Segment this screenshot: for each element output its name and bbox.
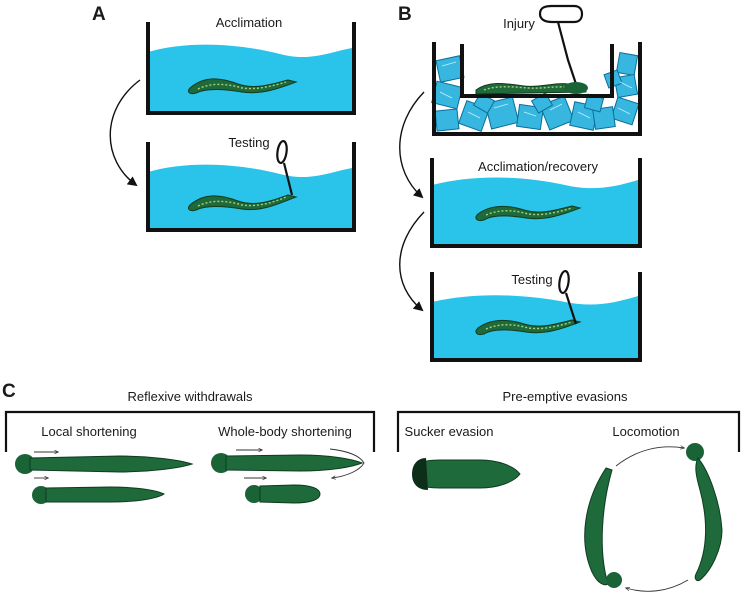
tank-outline bbox=[146, 142, 356, 232]
panel-b-testing-tank bbox=[430, 269, 642, 362]
locomotion-arrow-top bbox=[615, 447, 684, 467]
locomotion-label: Locomotion bbox=[612, 424, 679, 439]
local-shortening-leech-before bbox=[15, 452, 194, 474]
locomotion-leech-left bbox=[584, 467, 622, 588]
whole-body-shortening-leech-before bbox=[211, 449, 365, 478]
panel-a-acclimation-tank bbox=[146, 22, 356, 115]
leech bbox=[475, 83, 587, 95]
panel-b-step-1-label: Injury bbox=[503, 16, 535, 31]
water bbox=[148, 44, 352, 111]
water bbox=[148, 164, 352, 228]
probe-needle-icon bbox=[558, 269, 578, 325]
sucker-evasion-label: Sucker evasion bbox=[405, 424, 494, 439]
panel-a-step-2-label: Testing bbox=[228, 135, 269, 150]
panel-b-step-2-label: Acclimation/recovery bbox=[478, 159, 598, 174]
reflexive-withdrawals-bracket bbox=[4, 410, 376, 452]
local-shortening-leech-after bbox=[32, 478, 165, 504]
panel-b-letter: B bbox=[398, 4, 412, 25]
ice-bath-outline bbox=[432, 42, 642, 136]
pre-emptive-evasions-title: Pre-emptive evasions bbox=[503, 389, 628, 404]
panel-b-step-arrow-1 bbox=[399, 91, 425, 199]
tank-outline bbox=[460, 44, 614, 98]
panel-c-letter: C bbox=[2, 381, 16, 402]
forceps-icon bbox=[538, 4, 588, 94]
panel-b-step-arrow-2 bbox=[399, 211, 425, 312]
whole-body-shortening-leech-after bbox=[244, 478, 321, 504]
leech bbox=[475, 205, 582, 221]
panel-b-recovery-tank bbox=[430, 158, 642, 248]
sucker-evasion-leech bbox=[412, 458, 521, 490]
panel-a-step-arrow bbox=[109, 79, 141, 187]
panel-a-testing-tank bbox=[146, 139, 356, 232]
panel-b-injury-tank bbox=[431, 4, 642, 136]
panel-b-step-3-label: Testing bbox=[511, 272, 552, 287]
leech bbox=[187, 78, 298, 95]
reflexive-withdrawals-title: Reflexive withdrawals bbox=[128, 389, 253, 404]
panel-a-step-1-label: Acclimation bbox=[216, 15, 282, 30]
pre-emptive-evasions-bracket bbox=[396, 410, 741, 452]
whole-body-shortening-label: Whole-body shortening bbox=[218, 424, 352, 439]
ice-bath bbox=[431, 52, 640, 133]
locomotion-arrow-bottom bbox=[626, 579, 689, 592]
local-shortening-label: Local shortening bbox=[41, 424, 136, 439]
locomotion-leech-right bbox=[686, 443, 723, 581]
tank-outline bbox=[430, 158, 642, 248]
water bbox=[432, 177, 638, 244]
panel-a-letter: A bbox=[92, 4, 106, 25]
leech bbox=[475, 319, 582, 335]
panel-c: C Reflexive withdrawals Local shortening… bbox=[2, 381, 741, 592]
panel-b: B bbox=[398, 4, 642, 362]
panel-a: A Acclimation Testing bbox=[92, 4, 356, 232]
leech bbox=[187, 194, 298, 212]
tank-outline bbox=[146, 22, 356, 115]
probe-needle-icon bbox=[276, 139, 294, 196]
tank-outline bbox=[430, 272, 642, 362]
